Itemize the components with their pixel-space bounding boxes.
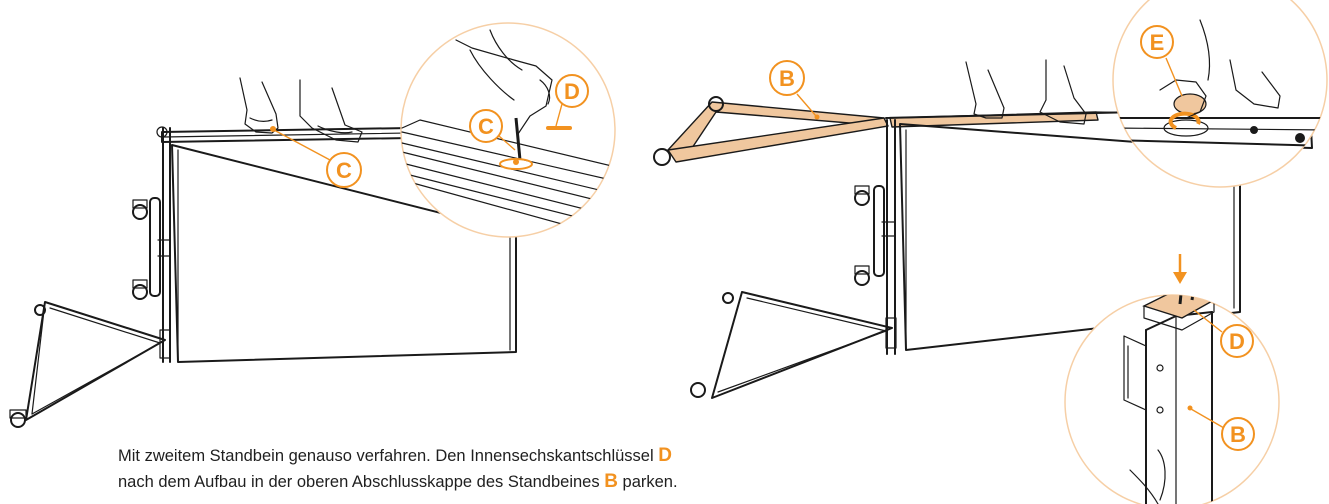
- left-whiteboard-assembly: C: [9, 77, 533, 428]
- left-foot-frame: [25, 301, 166, 421]
- caption-line-2-mark: B: [604, 471, 618, 492]
- left-hands-illustration: [239, 77, 363, 143]
- caption-line-2-end: parken.: [622, 473, 678, 491]
- right-caster-lower: [854, 265, 870, 286]
- left-board-panel: [171, 144, 517, 363]
- right-foot-frame: [711, 291, 893, 399]
- left-caster-lower: [132, 279, 148, 300]
- callout-b-main-label: B: [779, 66, 795, 91]
- right-bottom-detail-circle: D B: [1064, 254, 1280, 504]
- callout-d-detail-left-label: D: [564, 79, 580, 104]
- callout-b-detail-right: B: [1187, 405, 1255, 451]
- caption-line-1: Mit zweitem Standbein genauso verfahren.…: [118, 443, 718, 469]
- right-caster-upper: [854, 185, 870, 206]
- callout-e-detail-label: E: [1150, 30, 1165, 55]
- right-whiteboard-assembly: B: [653, 59, 1313, 399]
- right-board-panel: [899, 123, 1241, 351]
- left-caster-upper: [132, 199, 148, 220]
- callout-b-detail-right-label: B: [1230, 422, 1246, 447]
- callout-c-detail-label: C: [478, 114, 494, 139]
- callout-c-detail: C: [469, 109, 516, 151]
- callout-d-detail-right-label: D: [1229, 329, 1245, 354]
- caption-line-1-text: Mit zweitem Standbein genauso verfahren.…: [118, 447, 654, 465]
- caption-line-2: nach dem Aufbau in der oberen Abschlussk…: [118, 469, 718, 495]
- instruction-caption: Mit zweitem Standbein genauso verfahren.…: [118, 443, 718, 495]
- caption-line-2-text: nach dem Aufbau in der oberen Abschlussk…: [118, 473, 600, 491]
- callout-b-main: B: [769, 60, 820, 120]
- callout-d-detail-left: D: [555, 74, 589, 127]
- arrow-down-icon: [1173, 254, 1187, 284]
- caption-line-1-mark: D: [658, 445, 672, 466]
- callout-e-detail: E: [1140, 25, 1183, 97]
- right-hands-illustration: [965, 59, 1087, 125]
- left-detail-circle: C D: [400, 22, 616, 238]
- callout-d-detail-right: D: [1193, 309, 1254, 358]
- callout-c-main: C: [270, 126, 362, 188]
- right-top-detail-circle: E: [1112, 0, 1328, 188]
- callout-c-main-label: C: [336, 158, 352, 183]
